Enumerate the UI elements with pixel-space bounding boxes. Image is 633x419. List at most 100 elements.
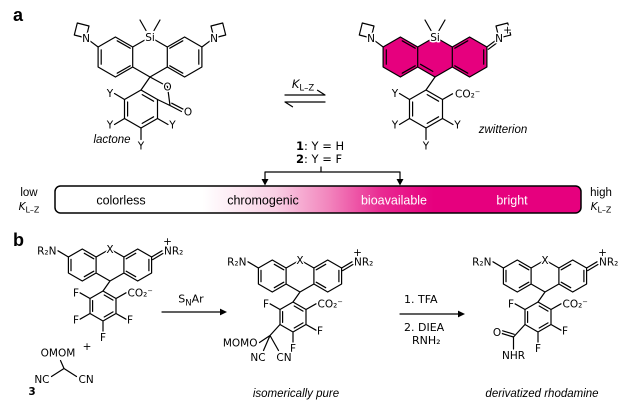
- amine-left-group: R₂N: [227, 256, 246, 268]
- reactant-structure: R₂N X NR₂ + CO₂⁻ F F F F: [36, 235, 185, 346]
- magenta-core-fill: [383, 37, 487, 77]
- lactone-ring-bonds: [149, 76, 171, 107]
- nitrile-group: CN: [79, 374, 94, 386]
- f-substituent: F: [508, 298, 514, 310]
- arrowhead-icon: [220, 308, 227, 316]
- double-bond-lines: [385, 40, 485, 74]
- zwitterion-caption: zwitterion: [478, 124, 528, 136]
- double-bond-lines: [412, 94, 440, 124]
- momo-group: MOMO: [223, 338, 258, 350]
- y-substituent: Y: [391, 88, 399, 100]
- amine-reagent-label: RNH₂: [412, 334, 441, 347]
- n-right-atom: N: [495, 33, 503, 45]
- f-substituent: F: [73, 315, 79, 327]
- malononitrile-bonds: [258, 323, 281, 352]
- bar-high-k-label: KL–Z: [591, 201, 612, 215]
- f-substituent: F: [127, 315, 133, 327]
- y-substituent: Y: [106, 88, 114, 100]
- compound-3: + OMOM NC CN 3: [27, 340, 95, 400]
- n-right-atom: N: [210, 33, 218, 45]
- omom-group: OMOM: [41, 348, 76, 360]
- amine-left-group: R₂N: [37, 245, 56, 257]
- snar-label: SNAr: [178, 293, 204, 309]
- bar-segment-colorless: colorless: [96, 194, 145, 208]
- lactone-caption: lactone: [93, 134, 130, 146]
- lactone-structure: N N Si O O Y Y Y Y lactone: [73, 19, 227, 154]
- si-atom: Si: [430, 32, 440, 44]
- n-left-atom: N: [82, 33, 90, 45]
- bar-low-k-label: KL–Z: [19, 201, 40, 215]
- azetidine-left: [358, 22, 384, 48]
- y-substituent: Y: [453, 120, 461, 132]
- bar-low-label: low: [20, 187, 38, 199]
- amine-right-group: NR₂: [354, 256, 373, 268]
- f-substituent: F: [73, 287, 79, 299]
- carboxylate-group: CO₂⁻: [563, 298, 588, 310]
- compound-1-definition: 1: Y = H: [296, 139, 344, 153]
- double-bond-lines: [100, 40, 200, 74]
- carboxylate-group: CO₂⁻: [318, 298, 343, 310]
- f-substituent: F: [562, 326, 568, 338]
- f-substituent: F: [263, 298, 269, 310]
- step-1-label: 1. TFA: [404, 293, 438, 306]
- positive-charge: +: [353, 247, 362, 259]
- substituent-bonds: [398, 92, 454, 141]
- panel-a-label: a: [13, 5, 24, 25]
- equilibrium-constant-label: KL–Z: [292, 77, 315, 94]
- azetidine-right: [486, 22, 512, 50]
- nitrile-group: NC: [250, 352, 265, 364]
- y-substituent: Y: [106, 120, 114, 132]
- carbonyl-o-atom: O: [184, 107, 192, 119]
- equilibrium-arrows: KL–Z: [284, 76, 326, 108]
- amine-left-group: R₂N: [472, 256, 491, 268]
- intermediate-structure: R₂N X NR₂ + CO₂⁻ F F F MOMO NC CN isomer…: [221, 246, 375, 401]
- amide-nhr-group: NHR: [502, 350, 525, 362]
- x-bridge-atom: X: [106, 244, 113, 256]
- f-substituent: F: [100, 332, 106, 344]
- carbonyl-double-bond: [169, 102, 184, 113]
- lactone-o-atom: O: [163, 82, 171, 94]
- gradient-bar: colorless chromogenic bioavailable brigh…: [19, 185, 612, 215]
- x-bridge-atom: X: [541, 255, 548, 267]
- bar-high-label: high: [590, 187, 612, 199]
- azetidine-right: [201, 22, 227, 48]
- positive-charge: +: [598, 247, 607, 259]
- panel-b-label: b: [13, 230, 24, 250]
- positive-charge: +: [503, 25, 512, 37]
- bar-segment-bright: bright: [496, 194, 528, 208]
- si-methyl-bonds: [424, 19, 446, 32]
- equilibrium-harpoons-icon: [284, 89, 326, 108]
- bar-segment-chromogenic: chromogenic: [227, 194, 299, 208]
- plus-sign: +: [83, 341, 92, 353]
- double-bond-lines: [127, 94, 155, 124]
- snar-arrow: SNAr: [161, 293, 227, 316]
- pendant-ring: [408, 76, 444, 129]
- f-substituent: F: [317, 326, 323, 338]
- compound-2-definition: 2: Y = F: [296, 152, 342, 166]
- bar-segment-bioavailable: bioavailable: [361, 194, 427, 208]
- zwitterion-structure: N N + Si CO₂⁻ Y Y Y Y zwitterion: [358, 19, 528, 154]
- compound-3-number: 3: [28, 386, 35, 398]
- positive-charge: +: [163, 236, 172, 248]
- arrowhead-icon: [396, 179, 404, 186]
- carboxylate-group: CO₂⁻: [455, 89, 480, 101]
- si-atom: Si: [145, 32, 155, 44]
- klz-gradient-scale: [54, 185, 582, 214]
- f-substituent: F: [290, 343, 296, 355]
- si-methyl-bonds: [139, 19, 161, 32]
- intermediate-caption: isomerically pure: [253, 388, 339, 400]
- azetidine-left: [73, 22, 99, 48]
- compound-legend: 1: Y = H 2: Y = F: [261, 139, 404, 186]
- y-substituent: Y: [422, 141, 430, 153]
- x-bridge-atom: X: [296, 255, 303, 267]
- amidation-arrow: 1. TFA 2. DIEA RNH₂: [399, 293, 465, 347]
- substituent-bonds: [113, 92, 169, 141]
- product-caption: derivatized rhodamine: [485, 388, 598, 400]
- amide-bonds: [501, 323, 526, 350]
- step-2-label: 2. DIEA: [404, 321, 445, 334]
- nitrile-group: CN: [276, 352, 291, 364]
- y-substituent: Y: [391, 120, 399, 132]
- f-substituent: F: [535, 343, 541, 355]
- amide-o-atom: O: [493, 327, 501, 339]
